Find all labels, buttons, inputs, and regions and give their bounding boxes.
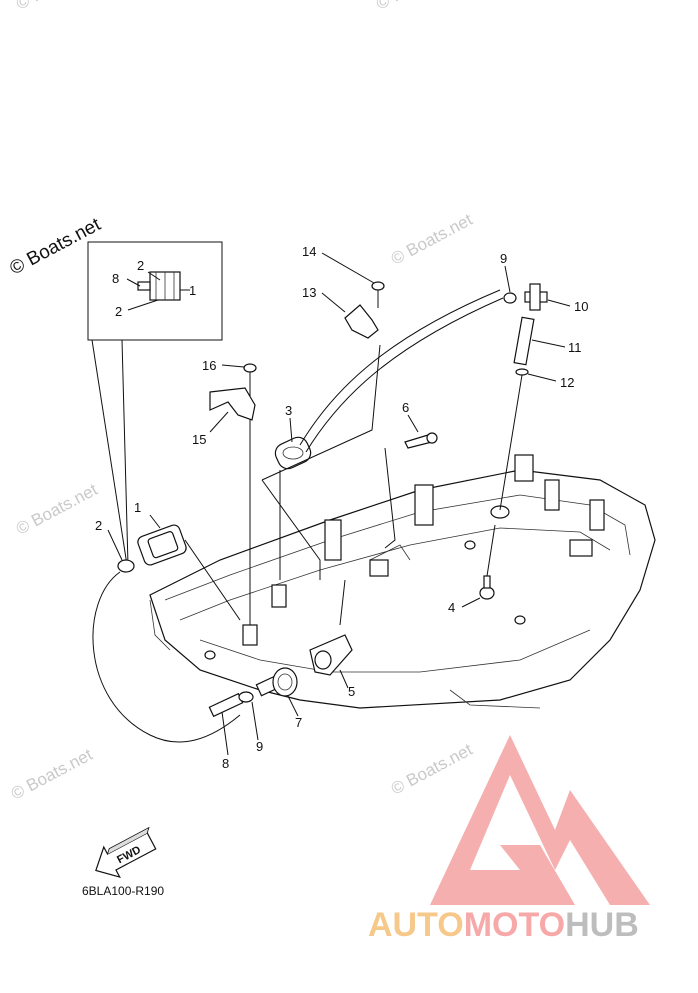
diagram-code: 6BLA100-R190	[82, 884, 164, 898]
part-2-clamp	[107, 529, 135, 573]
callout-9-upper: 9	[500, 251, 507, 266]
bottom-cowling	[149, 454, 656, 709]
hose-8-loop	[92, 571, 241, 743]
main-hose-lower	[305, 297, 504, 453]
watermark: © Boats.net	[388, 740, 476, 799]
part-3-grommet	[274, 417, 312, 470]
callout-13: 13	[302, 285, 316, 300]
callout-4: 4	[448, 600, 455, 615]
logo-triangle	[430, 735, 650, 905]
callout-12: 12	[560, 375, 574, 390]
part-10-tee-joint	[524, 283, 571, 311]
callout-6: 6	[402, 400, 409, 415]
callout-2: 2	[95, 518, 102, 533]
part-1-valve	[137, 514, 187, 566]
inset-box	[87, 241, 223, 566]
part-9-upper-clamp	[503, 265, 517, 304]
callout-11: 11	[568, 340, 582, 355]
leader-frame-3	[261, 344, 381, 481]
callout-5: 5	[348, 684, 355, 699]
part-16-bolt	[221, 363, 257, 625]
automotohub-logo: AUTOMOTOHUB	[368, 735, 650, 944]
watermark: © Boats.net	[388, 210, 476, 269]
callout-inset-2b: 2	[115, 304, 122, 319]
callout-8: 8	[222, 756, 229, 771]
part-15-bracket	[209, 387, 256, 433]
callouts: 2 8 1 2 1 2 3 4 5 6 7 8 9 9 10 11 12 13 …	[95, 244, 588, 771]
part-12-clip	[499, 368, 557, 511]
part-5-bracket	[309, 634, 353, 689]
copyright-text: © Boats.net	[6, 214, 104, 280]
watermark: © Boats.net	[13, 0, 101, 14]
part-13-holder	[321, 292, 379, 339]
callout-14: 14	[302, 244, 316, 259]
part-6-screw	[384, 414, 438, 549]
watermark: © Boats.net	[8, 745, 96, 804]
callout-9-lower: 9	[256, 739, 263, 754]
callout-1: 1	[134, 500, 141, 515]
part-8-hose	[208, 692, 244, 718]
callout-16: 16	[202, 358, 216, 373]
main-hose-upper	[299, 289, 501, 446]
callout-3: 3	[285, 403, 292, 418]
callout-inset-8: 8	[112, 271, 119, 286]
watermark: © Boats.net	[13, 480, 101, 539]
part-11-hose	[513, 316, 566, 366]
part-9-lower-clamp	[238, 691, 259, 741]
callout-inset-1: 1	[189, 283, 196, 298]
part-4-drain-plug	[461, 524, 496, 608]
callout-15: 15	[192, 432, 206, 447]
part-7-grommet	[255, 667, 299, 717]
callout-10: 10	[574, 299, 588, 314]
callout-inset-2a: 2	[137, 258, 144, 273]
leader-frame-3b	[261, 479, 321, 580]
part-14-bolt	[321, 252, 385, 308]
callout-7: 7	[295, 715, 302, 730]
logo-text: AUTOMOTOHUB	[368, 906, 639, 944]
fwd-arrow: FWD	[95, 826, 157, 878]
watermark: © Boats.net	[373, 0, 461, 14]
